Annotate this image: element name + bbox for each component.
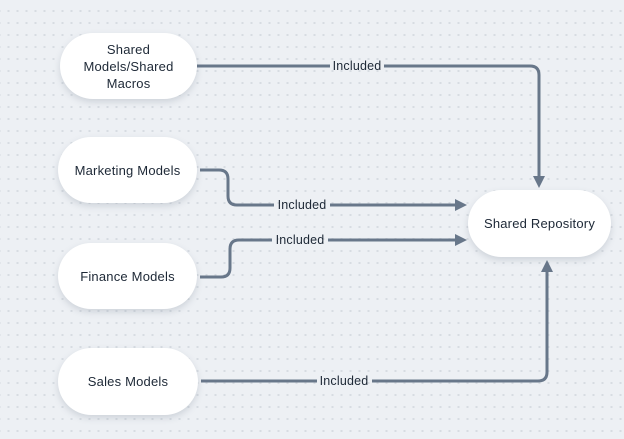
node-label: Shared Models/Shared Macros (83, 41, 174, 91)
edge-label-included-sales[interactable]: Included (319, 374, 369, 388)
connector-segment (372, 270, 549, 383)
connector-segment (384, 64, 541, 178)
edge-label-included-marketing[interactable]: Included (277, 198, 327, 212)
node-sales-models[interactable]: Sales Models (58, 348, 198, 415)
node-label: Sales Models (87, 374, 169, 389)
connector-marketing-models-to-repository[interactable] (200, 168, 467, 211)
arrowhead-right-icon (455, 199, 467, 211)
connector-finance-models-to-repository[interactable] (200, 234, 467, 279)
node-label: Finance Models (80, 268, 175, 284)
node-shared-repository[interactable]: Shared Repository (468, 190, 611, 257)
connector-shared-models-to-repository[interactable] (197, 64, 545, 188)
connector-segment (200, 238, 272, 279)
node-shared-models-shared-macros[interactable]: Shared Models/Shared Macros (60, 33, 197, 99)
edge-label-included-finance[interactable]: Included (275, 233, 325, 247)
edge-label-included-shared-models[interactable]: Included (332, 59, 382, 73)
arrowhead-right-icon (455, 234, 467, 246)
node-finance-models[interactable]: Finance Models (58, 243, 197, 309)
connector-segment (200, 168, 274, 207)
connector-sales-models-to-repository[interactable] (201, 260, 553, 383)
arrowhead-down-icon (533, 176, 545, 188)
node-label: Marketing Models (74, 162, 181, 178)
node-marketing-models[interactable]: Marketing Models (58, 137, 197, 203)
arrowhead-up-icon (541, 260, 553, 272)
node-label: Shared Repository (483, 216, 596, 231)
